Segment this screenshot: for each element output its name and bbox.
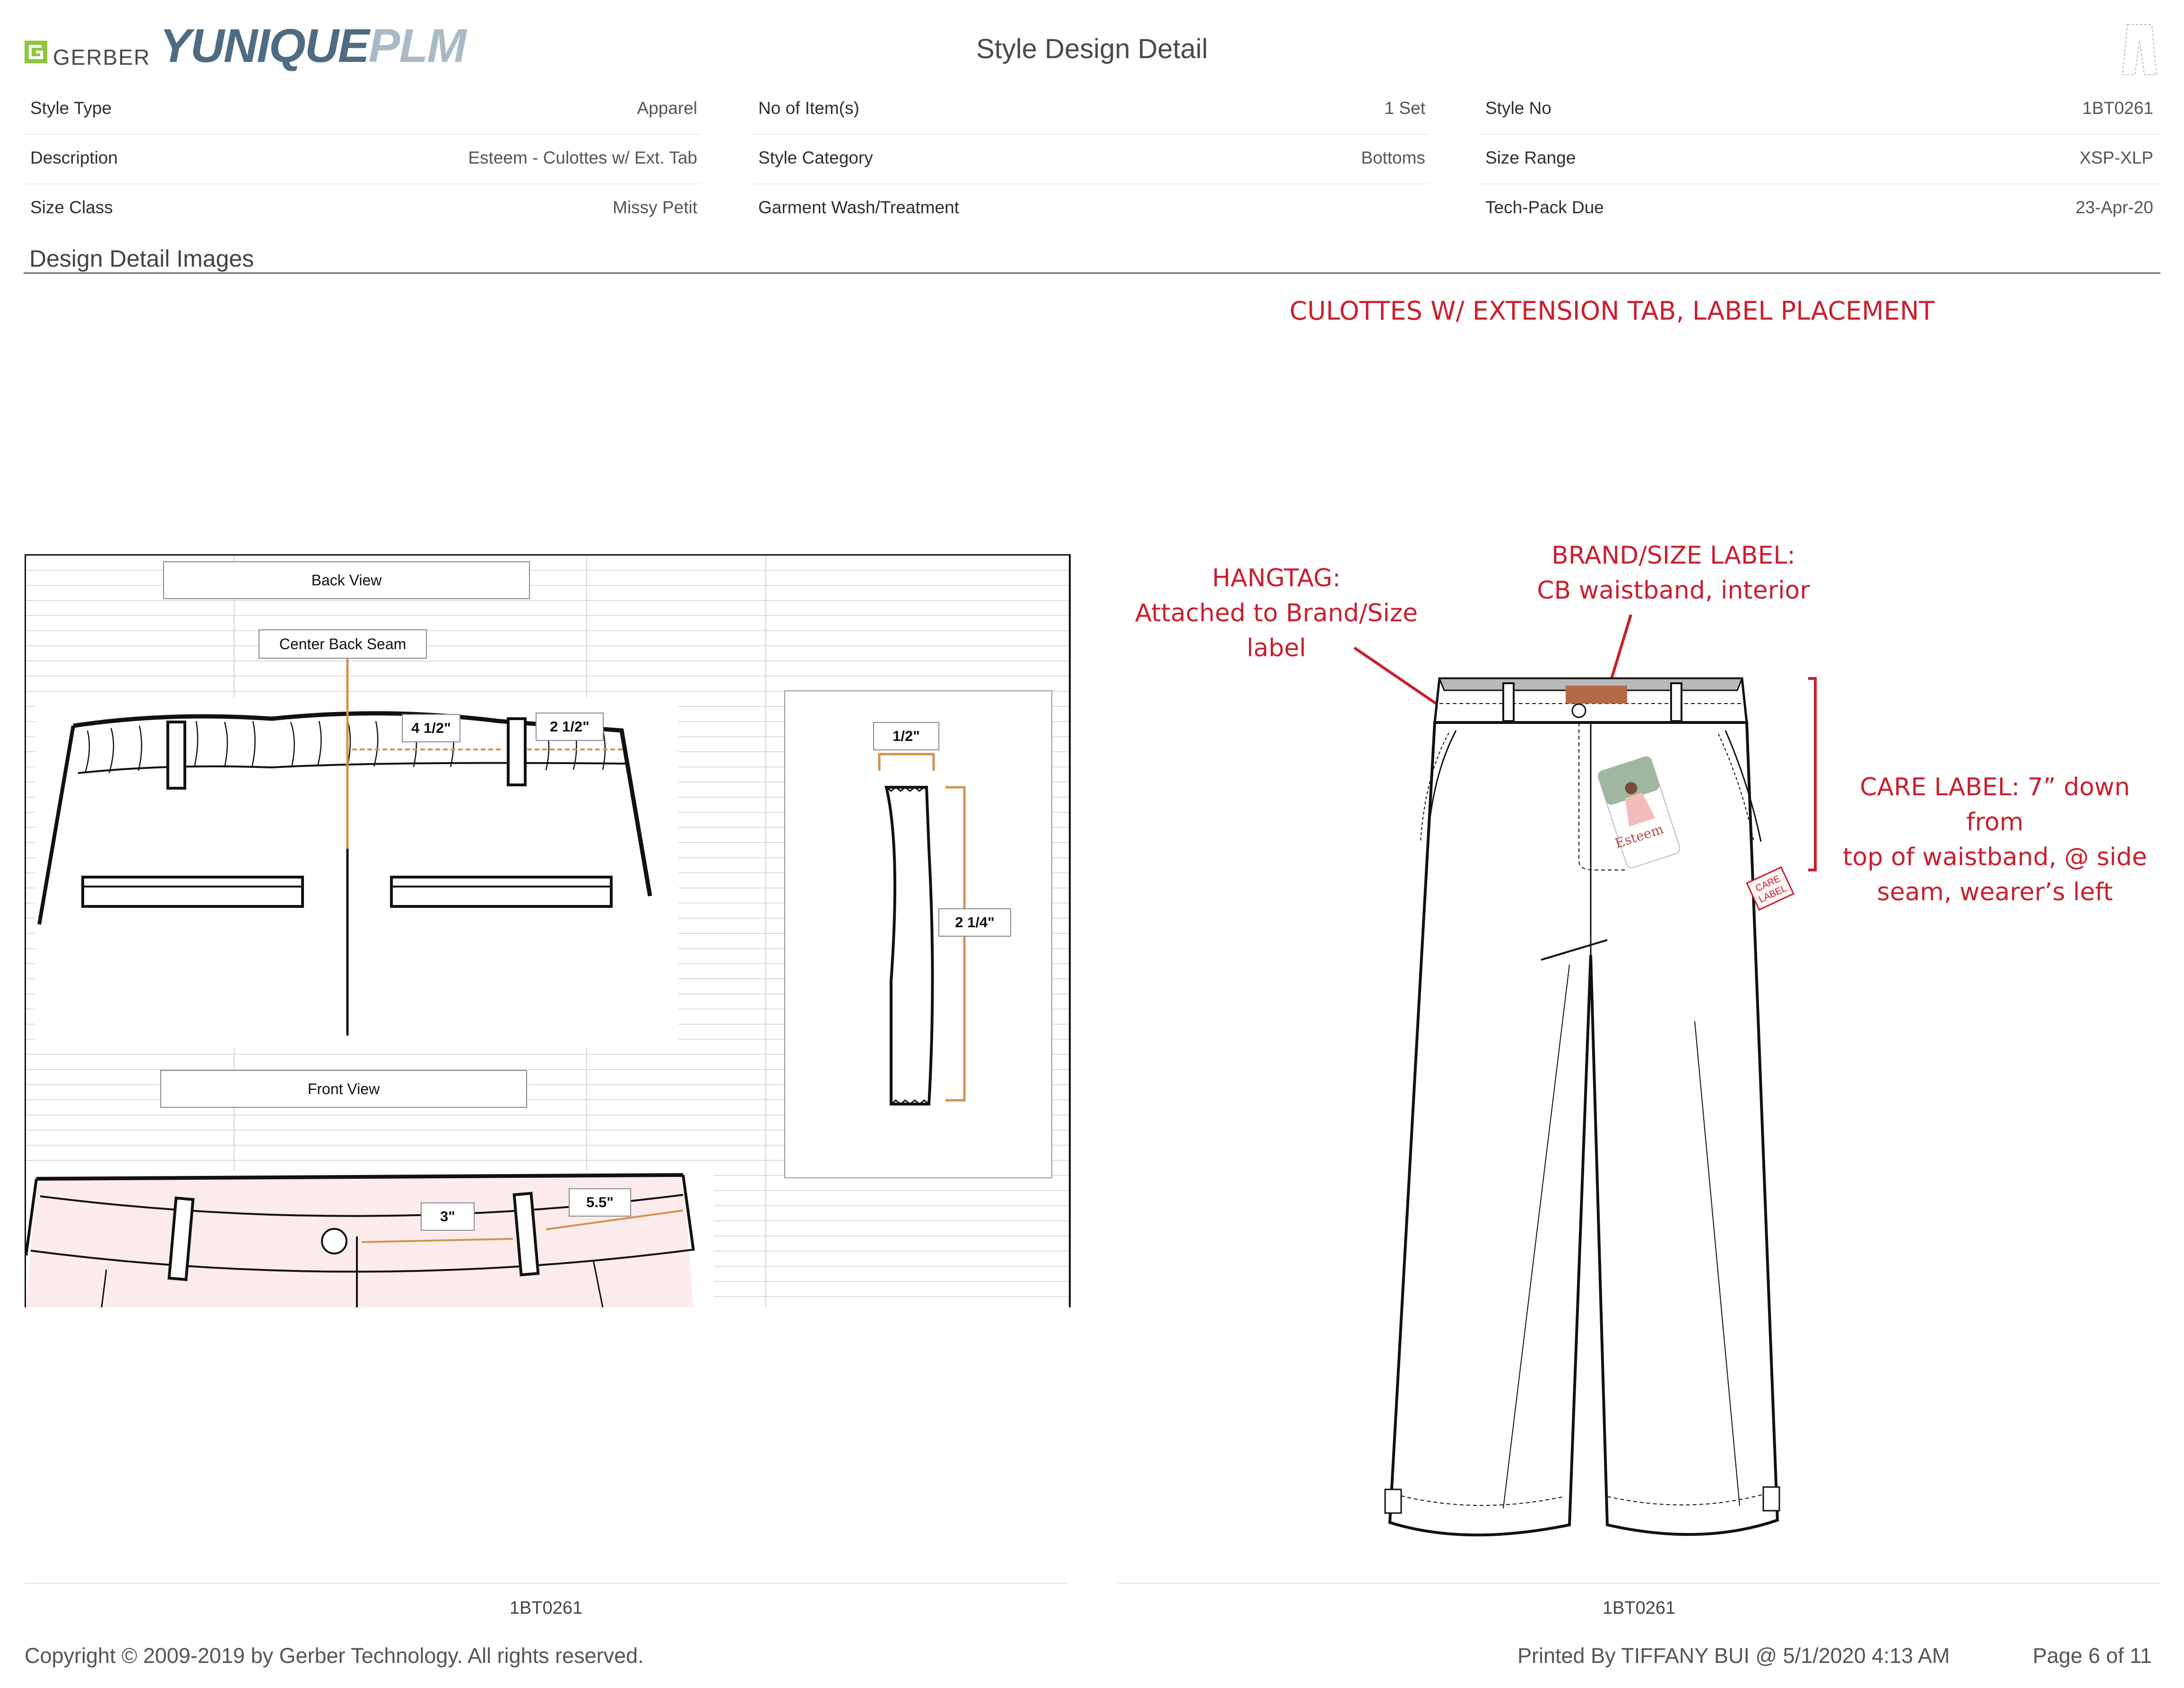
measure-line (546, 1209, 684, 1230)
field-value-no-of-items: 1 Set (1384, 98, 1425, 118)
care-label-icon: CARE LABEL (1746, 866, 1794, 911)
measure-label-tab-width: 1/2" (873, 722, 939, 750)
field-label-tech-pack-due: Tech-Pack Due (1485, 198, 1604, 217)
field-label-style-type: Style Type (30, 98, 112, 118)
waistband-spec-image: Back View Center Back Seam 4 1/2" 2 1/2"… (25, 554, 1071, 1307)
care-label-note: CARE LABEL: 7” down from top of waistban… (1829, 770, 2160, 910)
center-back-seam-callout: Center Back Seam (259, 629, 427, 659)
row-divider (1480, 134, 2160, 135)
field-label-size-range: Size Range (1485, 148, 1576, 167)
hangtag-note-line: label (1247, 634, 1306, 662)
brand-size-label-icon (1566, 686, 1627, 704)
field-label-description: Description (30, 148, 118, 167)
care-label-bracket (1808, 677, 1817, 871)
hangtag-note-line: HANGTAG: (1212, 564, 1341, 592)
yunique-wordmark: YUNIQUE (160, 19, 370, 72)
field-value-style-type: Apparel (637, 98, 697, 118)
left-image-caption: 1BT0261 (509, 1598, 583, 1618)
yunique-plm-logo: YUNIQUEPLM (160, 19, 467, 73)
gerber-wordmark: GERBER (53, 45, 151, 70)
caption-rule (1118, 1583, 2160, 1584)
hangtag-note-line: Attached to Brand/Size (1135, 599, 1418, 627)
style-thumbnail-icon (2122, 24, 2158, 75)
page-number: Page 6 of 11 (2033, 1644, 2152, 1668)
gerber-logo-icon (25, 41, 47, 63)
measure-label-front-loop: 5.5" (569, 1188, 631, 1217)
field-label-style-category: Style Category (758, 148, 873, 167)
culottes-flat-sketch: Esteem CARE LABEL (1353, 614, 1817, 1537)
section-divider (24, 272, 2160, 274)
field-value-style-category: Bottoms (1361, 148, 1425, 167)
front-view-caption: Front View (160, 1070, 527, 1108)
field-value-tech-pack-due: 23-Apr-20 (2075, 198, 2153, 217)
measure-label-front-span: 3" (421, 1202, 475, 1231)
brand-label-note-line: CB waistband, interior (1537, 576, 1810, 605)
field-label-style-no: Style No (1485, 98, 1551, 118)
page-title: Style Design Detail (976, 34, 1208, 64)
brand-label-note-line: BRAND/SIZE LABEL: (1551, 541, 1795, 570)
field-value-description: Esteem - Culottes w/ Ext. Tab (468, 148, 697, 167)
measure-label-tab-length: 2 1/4" (938, 908, 1011, 937)
printed-by: Printed By TIFFANY BUI @ 5/1/2020 4:13 A… (1517, 1644, 1950, 1668)
brand-label-pointer (1609, 614, 1632, 684)
width-bracket (878, 753, 935, 771)
field-value-style-no: 1BT0261 (2082, 98, 2153, 118)
placement-title: CULOTTES W/ EXTENSION TAB, LABEL PLACEME… (1289, 296, 1935, 326)
measure-line (361, 1238, 513, 1243)
row-divider (25, 134, 701, 135)
extension-tab-drawing (884, 786, 934, 1105)
care-label-note-line: seam, wearer’s left (1877, 878, 2113, 906)
field-label-size-class: Size Class (30, 198, 113, 217)
row-divider (753, 134, 1429, 135)
brand-label-note: BRAND/SIZE LABEL: CB waistband, interior (1522, 538, 1825, 608)
back-view-caption: Back View (163, 561, 530, 599)
hangtag-icon (1597, 756, 1681, 869)
hangtag-note: HANGTAG: Attached to Brand/Size label (1125, 561, 1428, 666)
care-label-note-line: CARE LABEL: 7” down from (1860, 773, 2130, 836)
row-divider (753, 183, 1429, 184)
measure-label-back-span: 4 1/2" (402, 714, 460, 742)
caption-rule (25, 1583, 1067, 1584)
measure-label-loop-span: 2 1/2" (536, 713, 604, 741)
field-value-size-class: Missy Petit (613, 198, 697, 217)
row-divider (1480, 183, 2160, 184)
field-label-no-of-items: No of Item(s) (758, 98, 859, 118)
copyright-notice: Copyright © 2009-2019 by Gerber Technolo… (25, 1644, 644, 1668)
row-divider (25, 183, 701, 184)
plm-wordmark: PLM (368, 19, 467, 72)
care-label-note-line: top of waistband, @ side (1843, 843, 2147, 871)
back-waistband-drawing (37, 711, 652, 1035)
field-label-garment-wash: Garment Wash/Treatment (758, 198, 959, 217)
field-value-size-range: XSP-XLP (2079, 148, 2153, 167)
length-bracket (945, 786, 966, 1102)
section-title: Design Detail Images (29, 245, 254, 272)
right-image-caption: 1BT0261 (1602, 1598, 1676, 1618)
spec-grid-background (26, 556, 1069, 1307)
